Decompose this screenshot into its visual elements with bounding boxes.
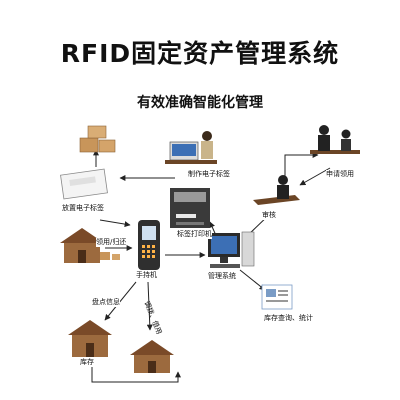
label-attach-tag: 放置电子标签 [62, 204, 104, 213]
rfid-tag-icon [60, 168, 108, 200]
cart-icon [100, 252, 120, 260]
arrow-house-to-warehouse-bottom [91, 360, 181, 383]
warehouse-icon-left [60, 228, 104, 263]
arrow-handheld-to-house-bottom-left [104, 281, 137, 321]
arrow-system-to-stock [239, 269, 266, 291]
arrow-apply-to-review [299, 167, 331, 186]
label-warehouse: 库存 [80, 358, 94, 367]
report-documents-icon [261, 284, 293, 310]
connectors [91, 149, 331, 383]
label-management-system: 管理系统 [208, 272, 236, 281]
arrow-review-to-apply [284, 152, 319, 182]
label-make-tag: 制作电子标签 [188, 170, 230, 179]
arrow-handheld-to-house-bottom-right [146, 281, 153, 331]
page-subtitle: 有效准确智能化管理 [137, 95, 263, 111]
label-inventory-info: 盘点信息 [92, 298, 120, 307]
manager-desk-icon [310, 125, 360, 154]
page-title: RFID固定资产管理系统 [60, 39, 340, 68]
operator-desk-icon [165, 131, 217, 164]
label-stock-query: 库存查询、统计 [264, 314, 313, 323]
label-apply-use: 申请领用 [326, 170, 354, 179]
management-computer-icon [208, 231, 255, 268]
arrow-attach-to-handheld [99, 219, 131, 228]
warehouse-icon-bottom-left [68, 320, 112, 357]
warehouse-icon-bottom-right [130, 340, 174, 373]
label-borrow-return: 领用/归还 [96, 238, 127, 247]
label-review: 审核 [262, 211, 276, 220]
label-printer-icon [170, 188, 210, 228]
reviewer-desk-icon [253, 175, 300, 205]
cardboard-boxes-icon [79, 125, 116, 153]
label-tag-printer: 标签打印机 [177, 230, 212, 239]
label-handheld: 手持机 [136, 271, 157, 280]
handheld-device-icon [138, 220, 160, 270]
